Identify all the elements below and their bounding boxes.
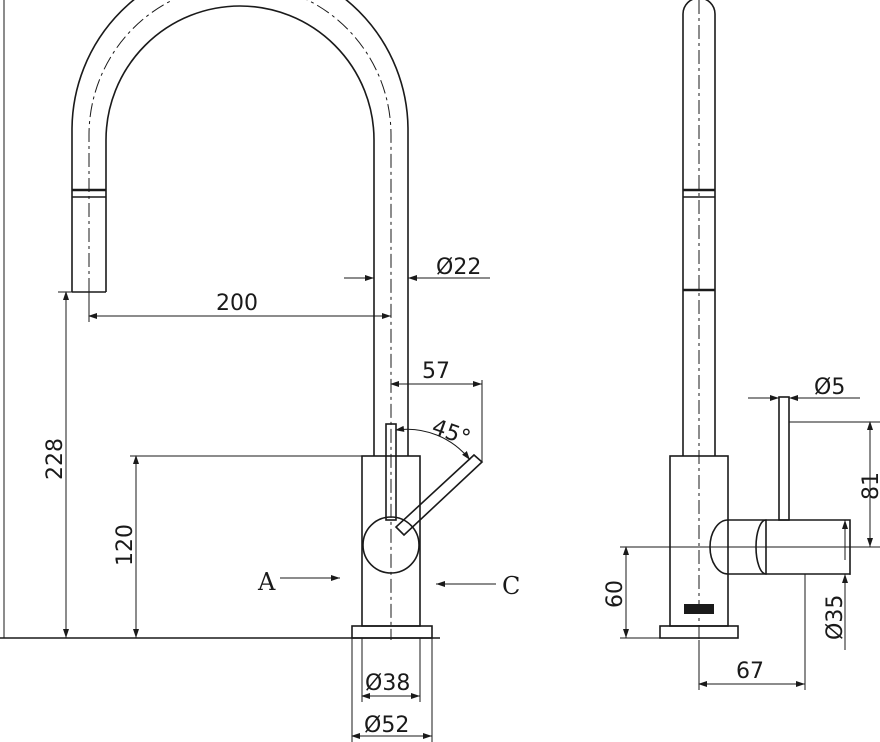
dim-handle-offset: 57 — [390, 359, 483, 462]
dim-reach-label: 200 — [216, 291, 258, 316]
faucet-body — [351, 423, 484, 639]
dim-handle-depth-label: 67 — [736, 659, 764, 684]
dim-lever-diameter: Ø5 — [748, 375, 860, 401]
dim-outlet-height: 60 — [603, 546, 870, 639]
dim-handle-diameter-label: Ø35 — [823, 595, 848, 640]
side-view: Ø5 81 60 Ø35 67 — [603, 0, 880, 690]
dim-outlet-height-label: 60 — [603, 580, 628, 608]
dim-handle-offset-label: 57 — [422, 359, 450, 384]
dim-body-diameter: Ø38 — [361, 638, 421, 702]
view-arrow-a: A — [257, 568, 340, 596]
front-view: Ø22 200 57 45° 228 120 — [0, 0, 520, 742]
dim-spout-diameter-label: Ø22 — [436, 255, 481, 280]
dim-reach: 200 — [88, 291, 391, 322]
dim-body-height: 120 — [113, 455, 362, 638]
dim-handle-depth: 67 — [698, 574, 806, 690]
view-label-a: A — [257, 568, 276, 596]
side-body — [659, 396, 851, 639]
dim-base-diameter-label: Ø52 — [364, 713, 409, 738]
dim-body-height-label: 120 — [113, 524, 138, 566]
dim-lever-height-label: 81 — [859, 472, 880, 500]
dim-body-diameter-label: Ø38 — [365, 671, 410, 696]
dim-base-diameter: Ø52 — [351, 638, 433, 742]
view-label-c: C — [502, 572, 520, 600]
dim-handle-angle-label: 45° — [428, 415, 473, 452]
dim-spout-height-label: 228 — [43, 438, 68, 480]
dim-lever-diameter-label: Ø5 — [814, 375, 845, 400]
dim-spout-height: 228 — [43, 291, 72, 638]
view-arrow-c: C — [436, 572, 520, 600]
dim-handle-diameter: Ø35 — [823, 520, 851, 650]
side-spout — [682, 0, 716, 640]
dim-lever-height: 81 — [789, 421, 880, 548]
dim-spout-diameter: Ø22 — [344, 255, 490, 281]
